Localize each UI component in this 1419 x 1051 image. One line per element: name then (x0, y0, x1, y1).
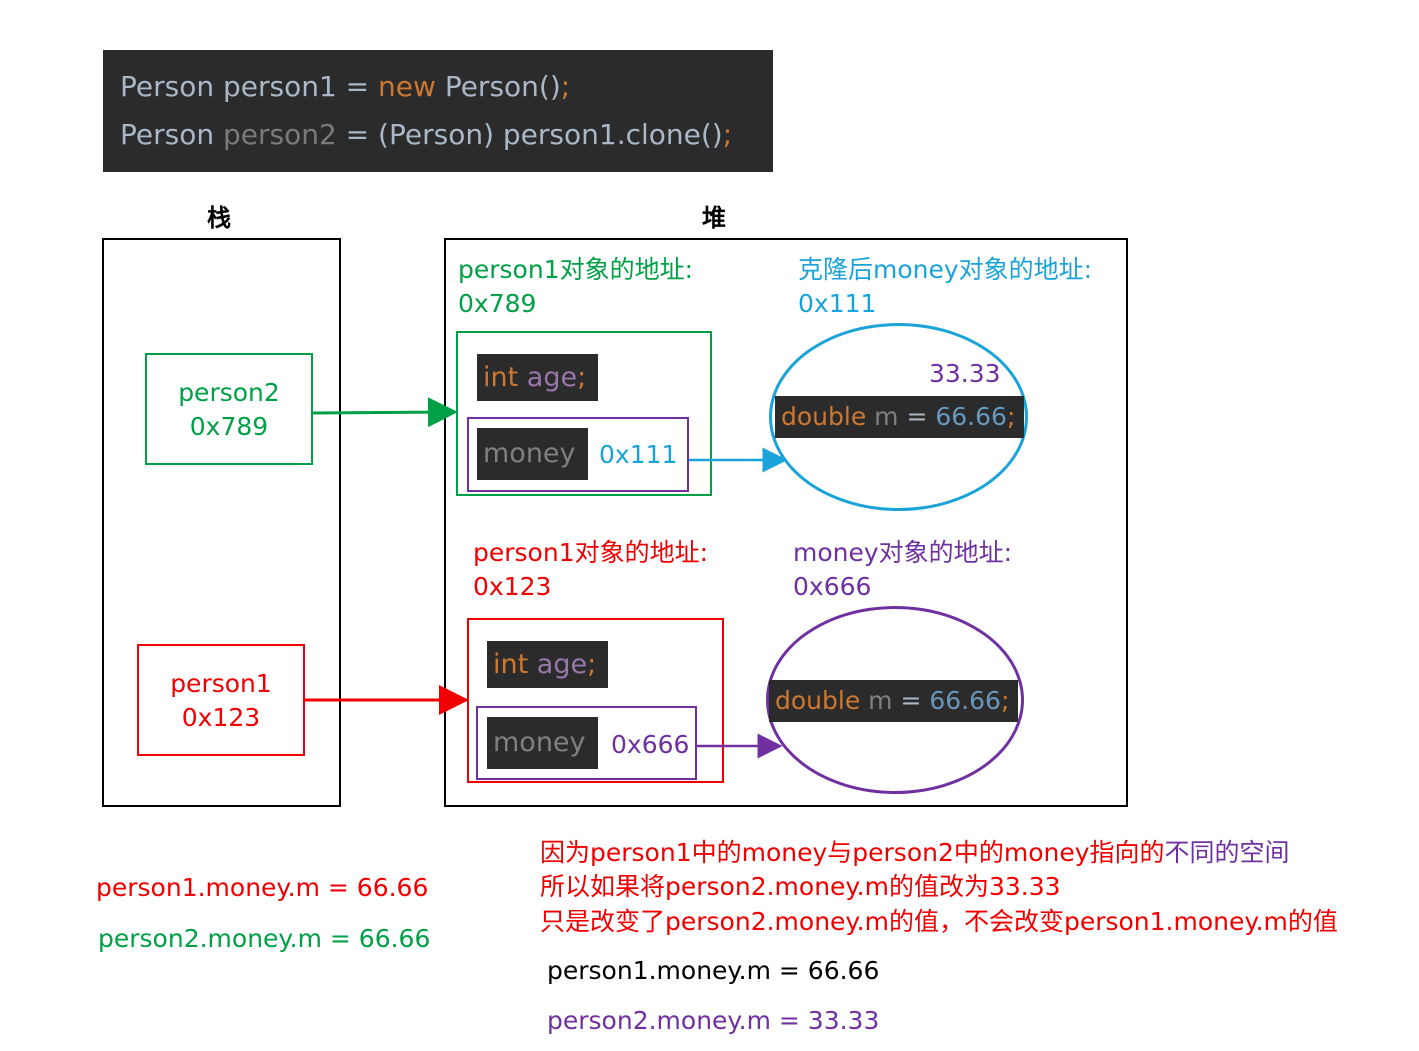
explanation-highlight: 不同的空间 (1164, 838, 1290, 867)
code-operator: = (892, 686, 930, 715)
field-value: 66.66 (935, 402, 1007, 431)
code-semicolon: ; (1000, 686, 1010, 715)
code-keyword: double (781, 402, 867, 431)
address-label-text: person1对象的地址: (458, 255, 694, 284)
address-value: 0x666 (793, 572, 872, 601)
right-result-person1: person1.money.m = 66.66 (547, 956, 880, 985)
field-int-age: int age; (477, 354, 598, 401)
code-line-1: Person person1 = new Person(); (120, 70, 570, 103)
code-operator: = (898, 402, 936, 431)
code-keyword: int (493, 649, 529, 680)
code-text: Person (120, 118, 223, 151)
field-name: m (860, 686, 893, 715)
heap-title: 堆 (702, 204, 726, 232)
field-name: age (518, 362, 578, 393)
field-money: money (477, 428, 588, 480)
cloned-money-address-label: 克隆后money对象的地址: 0x111 (798, 253, 1092, 321)
stack-title: 栈 (207, 204, 231, 232)
explanation-line-1: 因为person1中的money与person2中的money指向的不同的空间 (540, 833, 1290, 869)
field-name: money (493, 727, 586, 758)
field-name: age (528, 649, 588, 680)
field-value: 66.66 (929, 686, 1001, 715)
code-block: Person person1 = new Person(); Person pe… (103, 50, 773, 172)
money-reference-field (476, 706, 697, 780)
code-keyword: int (483, 362, 519, 393)
stack-var-person1: person1 0x123 (137, 644, 305, 756)
code-semicolon: ; (560, 70, 571, 103)
explanation-text: 因为person1中的money与person2中的money指向的 (540, 838, 1165, 867)
explanation-line-2: 所以如果将person2.money.m的值改为33.33 (540, 872, 1061, 901)
cloned-money-object (769, 323, 1028, 511)
code-semicolon: ; (1006, 402, 1016, 431)
money-reference-field (467, 417, 689, 492)
code-text: = (Person) person1.clone() (336, 118, 723, 151)
code-line-2: Person person2 = (Person) person1.clone(… (120, 118, 732, 151)
code-keyword: double (775, 686, 861, 715)
right-result-person2: person2.money.m = 33.33 (547, 1006, 880, 1035)
field-money: money (487, 717, 598, 769)
stack-var-person2: person2 0x789 (145, 353, 313, 465)
code-keyword: new (378, 70, 436, 103)
original-money-address-label: money对象的地址: 0x666 (793, 536, 1012, 604)
field-int-age: int age; (487, 641, 608, 688)
original-object-address-label: person1对象的地址: 0x123 (473, 536, 708, 604)
stack-var-name: person2 (178, 378, 280, 407)
left-result-person2: person2.money.m = 66.66 (98, 924, 431, 953)
address-value: 0x789 (458, 289, 537, 318)
address-value: 0x111 (798, 289, 877, 318)
code-semicolon: ; (722, 118, 733, 151)
code-semicolon: ; (587, 649, 597, 680)
code-semicolon: ; (577, 362, 587, 393)
money-reference-value: 0x666 (611, 730, 690, 759)
money-reference-value: 0x111 (599, 440, 678, 469)
field-double-m: double m = 66.66; (775, 396, 1024, 438)
stack-var-address: 0x789 (189, 412, 269, 441)
address-label-text: 克隆后money对象的地址: (798, 255, 1093, 284)
field-double-m: double m = 66.66; (769, 680, 1018, 722)
updated-value: 33.33 (929, 359, 1001, 388)
clone-object-address-label: person1对象的地址: 0x789 (458, 253, 693, 321)
code-unused-var: person2 (223, 118, 337, 151)
address-label-text: person1对象的地址: (473, 538, 709, 567)
stack-var-name: person1 (170, 669, 272, 698)
field-name: m (866, 402, 899, 431)
left-result-person1: person1.money.m = 66.66 (96, 873, 429, 902)
heap-frame (444, 238, 1128, 807)
explanation-line-3: 只是改变了person2.money.m的值，不会改变person1.money… (540, 907, 1338, 936)
original-money-object (766, 606, 1024, 794)
arrow-person2-to-clone (312, 397, 458, 428)
stack-frame (102, 238, 341, 807)
stack-var-address: 0x123 (181, 703, 261, 732)
code-text: Person person1 = (120, 70, 379, 103)
address-label-text: money对象的地址: (793, 538, 1013, 567)
address-value: 0x123 (473, 572, 552, 601)
code-text: Person() (435, 70, 561, 103)
field-name: money (483, 438, 576, 469)
